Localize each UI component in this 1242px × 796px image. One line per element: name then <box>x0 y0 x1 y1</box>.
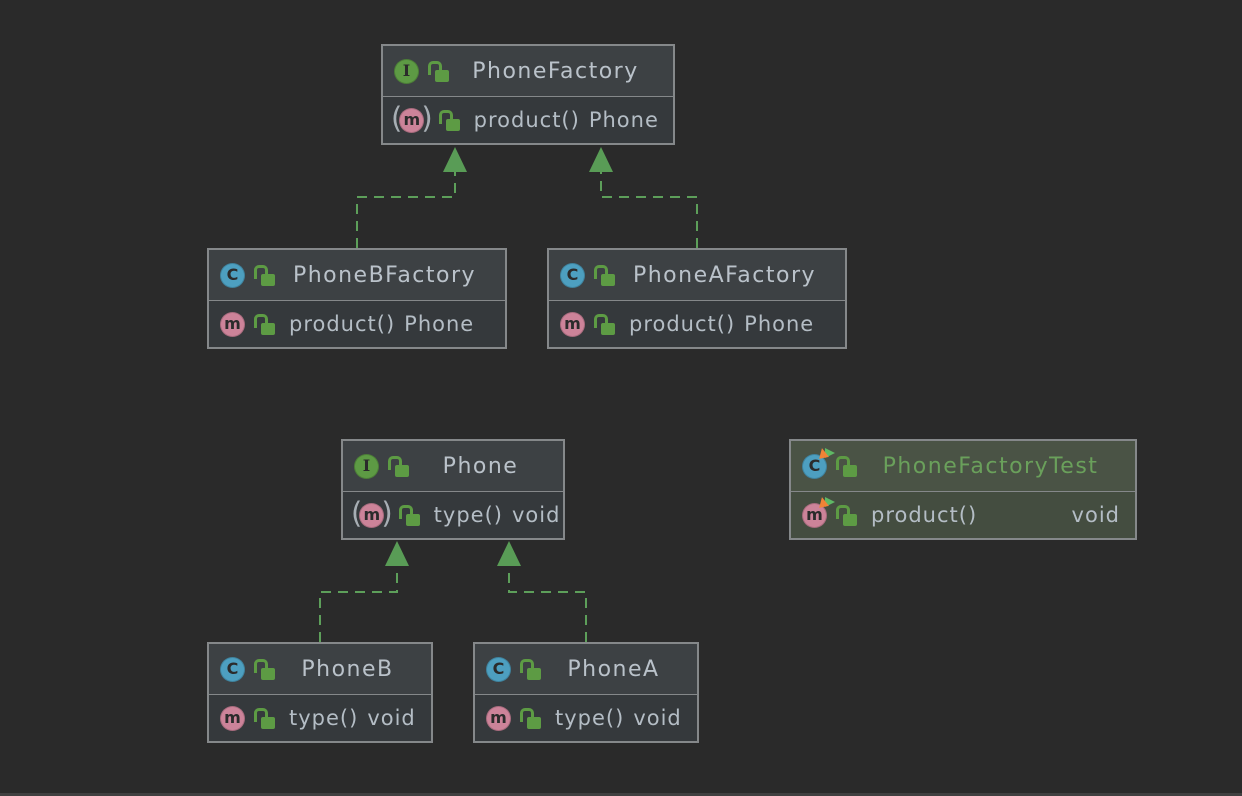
method-signature: type() <box>433 503 503 527</box>
phone-method-row[interactable]: ( m ) type() void <box>343 492 563 538</box>
class-node-phoneafactory[interactable]: C PhoneAFactory m product() Phone <box>547 248 847 349</box>
phone-header[interactable]: I Phone <box>343 441 563 492</box>
node-title: PhoneFactoryTest <box>882 453 1099 479</box>
node-title: PhoneB <box>301 656 394 682</box>
abstract-paren-close: ) <box>421 100 433 135</box>
method-signature: product() <box>629 312 736 336</box>
node-title: PhoneBFactory <box>292 262 477 288</box>
abstract-paren-open: ( <box>351 495 363 530</box>
method-icon: m <box>220 311 245 337</box>
public-lock-icon <box>428 60 449 83</box>
public-lock-icon <box>520 707 541 730</box>
implements-arrowhead-icon <box>385 541 409 566</box>
method-signature: product() <box>871 503 978 527</box>
public-lock-icon <box>254 707 275 730</box>
method-icon: m <box>399 107 425 133</box>
phoneafactory-method-row[interactable]: m product() Phone <box>549 301 845 347</box>
node-title: PhoneAFactory <box>632 262 817 288</box>
public-lock-icon <box>594 313 615 336</box>
method-signature: type() <box>555 706 625 730</box>
class-node-phonea[interactable]: C PhoneA m type() void <box>473 642 699 743</box>
public-lock-icon <box>594 264 615 287</box>
implements-edge-phoneb-phone[interactable] <box>319 541 409 642</box>
method-signature: product() <box>473 108 580 132</box>
class-icon: C <box>560 262 585 288</box>
method-icon: m <box>220 705 245 731</box>
phoneafactory-header[interactable]: C PhoneAFactory <box>549 250 845 301</box>
implements-edge-phonebfactory-phonefactory[interactable] <box>356 147 467 248</box>
phonefactory-method-row[interactable]: ( m ) product() Phone <box>383 97 673 143</box>
class-icon: C <box>220 262 245 288</box>
class-node-phonebfactory[interactable]: C PhoneBFactory m product() Phone <box>207 248 507 349</box>
abstract-method-icon: ( m ) <box>391 100 433 135</box>
phonefactorytest-method-row[interactable]: m product() void <box>791 492 1135 538</box>
method-icon: m <box>359 502 385 528</box>
node-title: PhoneFactory <box>472 58 639 84</box>
interface-icon: I <box>354 453 379 479</box>
abstract-paren-close: ) <box>381 495 393 530</box>
method-return-type: Phone <box>744 312 815 336</box>
node-title: Phone <box>442 453 519 479</box>
node-title: PhoneA <box>567 656 660 682</box>
method-signature: type() <box>289 706 359 730</box>
implements-arrowhead-icon <box>589 147 613 172</box>
class-node-phoneb[interactable]: C PhoneB m type() void <box>207 642 433 743</box>
method-return-type: void <box>633 706 682 730</box>
horizontal-scrollbar[interactable] <box>0 793 1242 796</box>
method-signature: product() <box>289 312 396 336</box>
method-icon: m <box>560 311 585 337</box>
method-icon: m <box>802 502 827 528</box>
phonebfactory-header[interactable]: C PhoneBFactory <box>209 250 505 301</box>
interface-icon: I <box>394 58 419 84</box>
public-lock-icon <box>398 504 420 527</box>
method-return-type: Phone <box>588 108 659 132</box>
public-lock-icon <box>438 109 460 132</box>
public-lock-icon <box>520 658 541 681</box>
public-lock-icon <box>254 264 275 287</box>
phonefactory-header[interactable]: I PhoneFactory <box>383 46 673 97</box>
run-test-badge-icon <box>817 446 835 459</box>
phoneb-header[interactable]: C PhoneB <box>209 644 431 695</box>
public-lock-icon <box>254 658 275 681</box>
phonefactorytest-header[interactable]: C PhoneFactoryTest <box>791 441 1135 492</box>
class-node-phonefactory[interactable]: I PhoneFactory ( m ) product() Phone <box>381 44 675 145</box>
implements-arrowhead-icon <box>443 147 467 172</box>
public-lock-icon <box>836 455 857 478</box>
method-return-type: void <box>1071 503 1120 527</box>
public-lock-icon <box>254 313 275 336</box>
abstract-method-icon: ( m ) <box>351 495 393 530</box>
phonea-method-row[interactable]: m type() void <box>475 695 697 741</box>
class-node-phonefactorytest[interactable]: C PhoneFactoryTest m product() void <box>789 439 1137 540</box>
method-icon: m <box>486 705 511 731</box>
phoneb-method-row[interactable]: m type() void <box>209 695 431 741</box>
public-lock-icon <box>836 504 857 527</box>
method-return-type: Phone <box>404 312 475 336</box>
abstract-paren-open: ( <box>391 100 403 135</box>
method-return-type: void <box>511 503 561 527</box>
implements-arrowhead-icon <box>497 541 521 566</box>
phonebfactory-method-row[interactable]: m product() Phone <box>209 301 505 347</box>
class-icon: C <box>802 453 827 479</box>
class-icon: C <box>486 656 511 682</box>
class-icon: C <box>220 656 245 682</box>
run-test-badge-icon <box>817 495 835 508</box>
phonea-header[interactable]: C PhoneA <box>475 644 697 695</box>
implements-edge-phoneafactory-phonefactory[interactable] <box>589 147 698 248</box>
public-lock-icon <box>388 455 409 478</box>
method-return-type: void <box>367 706 416 730</box>
implements-edge-phonea-phone[interactable] <box>497 541 587 642</box>
class-node-phone[interactable]: I Phone ( m ) type() void <box>341 439 565 540</box>
